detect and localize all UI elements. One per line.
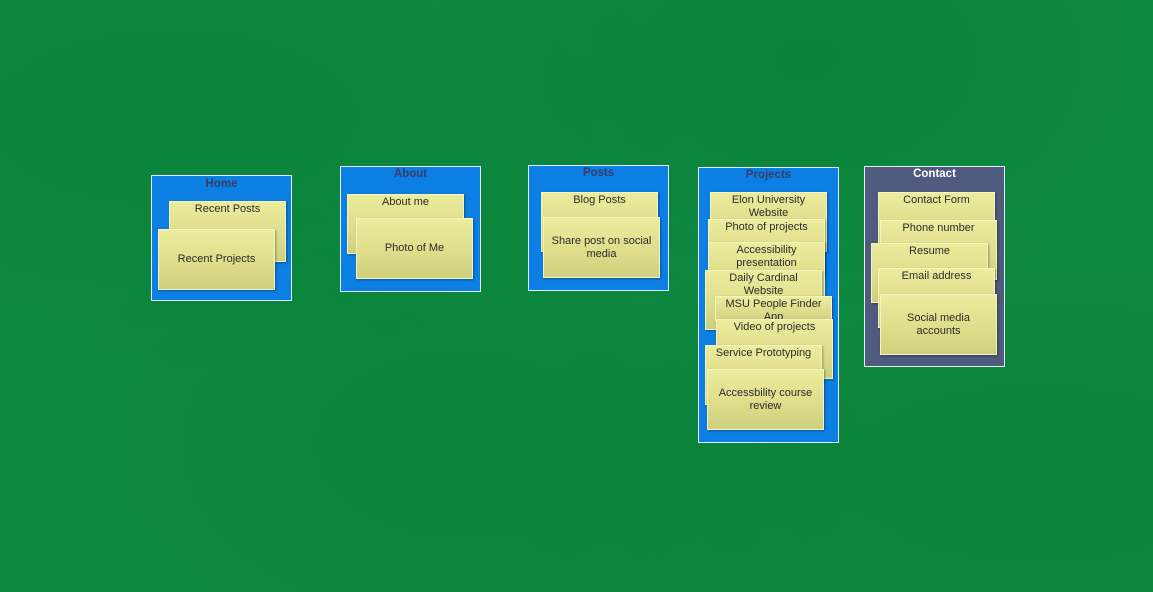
note-recent-projects[interactable]: Recent Projects [158,229,275,290]
column-posts[interactable]: Posts Blog Posts Share post on social me… [528,165,669,291]
note-accessibility-course-review[interactable]: Accessbility course review [707,369,824,430]
column-about[interactable]: About About me Photo of Me [340,166,481,292]
column-home[interactable]: Home Recent Posts Recent Projects [151,175,292,301]
note-share-post[interactable]: Share post on social media [543,217,660,278]
column-title-contact: Contact [913,168,956,180]
column-projects[interactable]: Projects Elon University Website Photo o… [698,167,839,443]
note-social-media-accounts[interactable]: Social media accounts [880,294,997,355]
note-photo-of-me[interactable]: Photo of Me [356,218,473,279]
column-title-posts: Posts [582,167,615,179]
column-title-home: Home [205,178,238,190]
note-msu-people-finder-app[interactable]: MSU People Finder App [715,296,832,322]
column-title-projects: Projects [745,169,792,181]
column-contact[interactable]: Contact Contact Form Phone number Resume… [864,166,1005,367]
column-title-about: About [393,168,428,180]
